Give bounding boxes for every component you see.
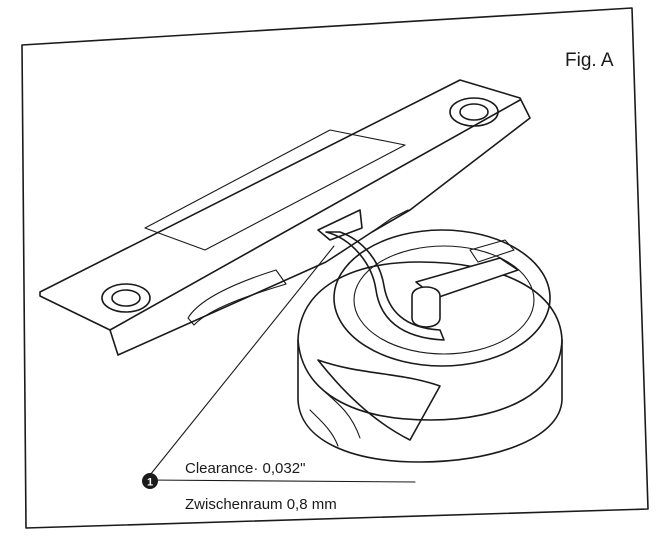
clearance-metric: Zwischenraum 0,8 mm bbox=[185, 496, 337, 513]
hook-horn bbox=[325, 231, 445, 341]
bobbin-basket-inner bbox=[353, 245, 535, 355]
basket-groove bbox=[469, 239, 515, 263]
label-divider bbox=[145, 479, 416, 483]
callout-number: 1 bbox=[147, 477, 153, 489]
needle-hole-notch bbox=[317, 209, 363, 241]
feed-dog-slot bbox=[144, 129, 406, 251]
needle-plate bbox=[39, 79, 531, 356]
plate-rear-step bbox=[371, 209, 409, 233]
clearance-imperial: Clearance· 0,032" bbox=[185, 460, 305, 477]
plate-top-edge bbox=[109, 99, 521, 331]
callout-marker bbox=[142, 473, 158, 489]
bobbin-basket bbox=[333, 229, 551, 367]
rotating-hook bbox=[297, 229, 563, 463]
center-post bbox=[411, 286, 441, 328]
hook-rim bbox=[297, 339, 563, 421]
plate-side-recess bbox=[187, 269, 287, 326]
figure-frame bbox=[21, 7, 649, 529]
clearance-callout: 1 Clearance· 0,032" Zwischenraum 0,8 mm bbox=[142, 245, 416, 513]
hook-point-shading bbox=[309, 391, 361, 447]
leader-line bbox=[145, 245, 335, 481]
plate-screw-right bbox=[449, 97, 499, 127]
hook-point bbox=[317, 359, 441, 441]
figure-label: Fig. A bbox=[565, 50, 614, 71]
plate-screw-left bbox=[101, 283, 151, 313]
